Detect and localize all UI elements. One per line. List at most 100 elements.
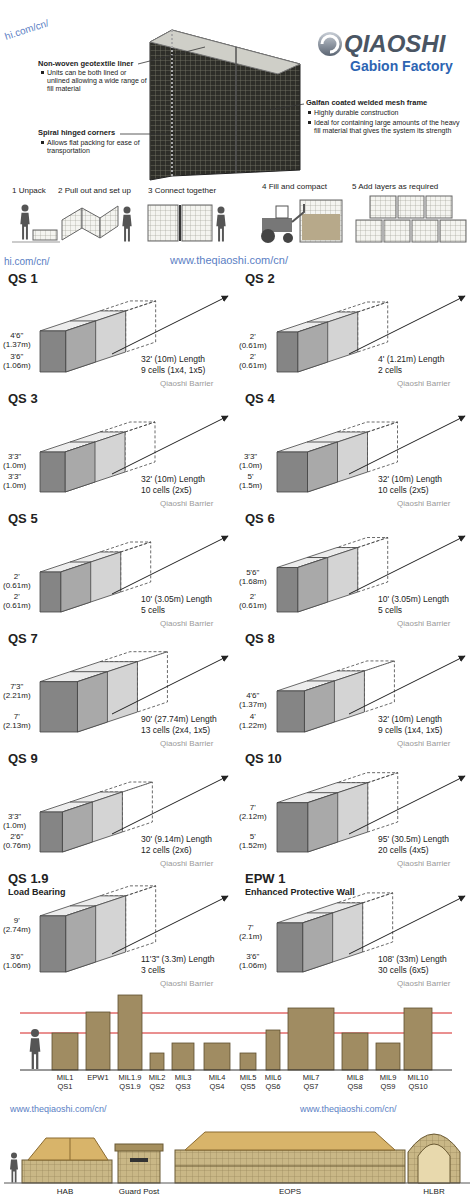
unit-face xyxy=(66,906,96,972)
watermark: Qiaoshi Barrier xyxy=(160,979,213,988)
unit-face xyxy=(77,672,107,732)
watermark: Qiaoshi Barrier xyxy=(397,859,450,868)
unit-code: MIL1.9 QS1.9 xyxy=(119,1074,142,1091)
length-arrow xyxy=(349,776,465,834)
height-dimension: 5'6" (1.68m) xyxy=(239,568,267,586)
unit-face xyxy=(61,562,91,612)
unit-name: QS 6 xyxy=(245,512,275,527)
length-dimension: 30' (9.14m) Length xyxy=(140,835,213,845)
unit-face xyxy=(337,538,388,548)
height-dimension: 3'3" (1.0m) xyxy=(239,452,262,470)
unit-code: MIL9 QS9 xyxy=(380,1074,397,1091)
cell-count: 9 cells (1x4, 1x5) xyxy=(377,726,443,736)
unit-face xyxy=(122,782,152,832)
length-arrow xyxy=(112,656,228,714)
unit-face xyxy=(100,542,151,552)
width-dimension: 2'6" (0.76m) xyxy=(3,832,31,850)
logo-name: QIAOSHI xyxy=(344,30,445,58)
unit-name: QS 7 xyxy=(8,632,38,647)
length-dimension: 95' (30.5m) Length xyxy=(377,835,450,845)
cell-divider xyxy=(70,562,91,563)
unit-code: MIL5 QS5 xyxy=(240,1074,257,1091)
structure-name: Guard Post xyxy=(119,1187,159,1196)
unit-face xyxy=(62,792,122,852)
unit-code: MIL2 QS2 xyxy=(149,1074,166,1091)
length-dimension: 11'3" (3.3m) Length xyxy=(140,955,215,965)
length-arrow xyxy=(349,656,465,714)
cell-divider xyxy=(70,442,95,443)
cell-divider xyxy=(70,671,107,672)
gabion-unit xyxy=(277,893,465,972)
height-dimension: 4'6" (1.37m) xyxy=(3,331,31,349)
unit-drawings xyxy=(40,296,465,972)
width-dimension: 7' (2.13m) xyxy=(3,712,31,730)
length-dimension: 32' (10m) Length xyxy=(377,715,443,725)
gabion-unit xyxy=(40,776,228,852)
watermark: hi.com/cn/ xyxy=(3,17,50,42)
length-dimension: 10' (3.05m) Length xyxy=(140,595,213,605)
cell-divider xyxy=(70,320,96,321)
watermark: hi.com/cn/ xyxy=(4,256,50,268)
unit-name: QS 3 xyxy=(8,392,38,407)
gabion-unit xyxy=(40,886,228,972)
unit-face xyxy=(40,812,62,852)
length-arrow xyxy=(112,416,228,474)
unit-face xyxy=(62,802,92,852)
watermark: Qiaoshi Barrier xyxy=(397,739,450,748)
cell-count: 2 cells xyxy=(377,366,403,376)
cell-divider xyxy=(307,680,334,681)
cell-count: 3 cells xyxy=(140,966,166,976)
gabion-unit xyxy=(40,416,228,492)
length-dimension: 32' (10m) Length xyxy=(377,475,443,485)
cell-count: 10 cells (2x5) xyxy=(140,486,193,496)
structure-name: HAB xyxy=(57,1187,73,1196)
width-dimension: 5' (1.52m) xyxy=(239,832,267,850)
callout-title: Galfan coated welded mesh frame xyxy=(306,99,427,108)
gabion-unit xyxy=(40,536,228,612)
unit-face xyxy=(40,452,65,492)
length-arrow xyxy=(349,296,465,354)
unit-face xyxy=(303,913,333,972)
height-dimension: 3'3" (1.0m) xyxy=(3,452,26,470)
unit-face xyxy=(121,542,151,592)
cell-divider xyxy=(70,905,96,906)
watermark: Qiaoshi Barrier xyxy=(397,499,450,508)
unit-face xyxy=(308,432,368,492)
gabion-unit xyxy=(277,773,465,852)
unit-face xyxy=(100,422,155,432)
unit-face xyxy=(368,773,398,832)
width-dimension: 2' (0.61m) xyxy=(239,592,267,610)
callout-title: Non-woven geotextile liner xyxy=(38,60,133,69)
unit-face xyxy=(277,452,308,492)
width-dimension: 3'6" (1.06m) xyxy=(3,352,31,370)
watermark: Qiaoshi Barrier xyxy=(160,739,213,748)
unit-code: MIL6 QS6 xyxy=(265,1074,282,1091)
unit-face xyxy=(298,312,358,372)
width-dimension: 2' (0.61m) xyxy=(239,352,267,370)
length-dimension: 32' (10m) Length xyxy=(140,475,206,485)
watermark: Qiaoshi Barrier xyxy=(397,379,450,388)
unit-face xyxy=(303,903,363,972)
gabion-unit xyxy=(40,296,228,372)
unit-name: QS 9 xyxy=(8,752,38,767)
step-label: 4 Fill and compact xyxy=(262,182,327,191)
watermark: Qiaoshi Barrier xyxy=(160,619,213,628)
length-arrow xyxy=(349,416,465,474)
unit-face xyxy=(337,422,398,432)
height-dimension: 3'3" (1.0m) xyxy=(3,812,26,830)
unit-face xyxy=(100,301,156,311)
cell-divider xyxy=(70,802,92,803)
unit-face xyxy=(126,301,156,352)
unit-name: QS 10 xyxy=(245,752,282,767)
unit-face xyxy=(304,681,334,732)
unit-face xyxy=(308,783,368,852)
width-dimension: 3'6" (1.06m) xyxy=(3,952,31,970)
watermark: Qiaoshi Barrier xyxy=(160,859,213,868)
unit-face xyxy=(65,442,95,492)
cell-divider xyxy=(307,442,338,443)
unit-face xyxy=(100,886,156,896)
cell-count: 30 cells (6x5) xyxy=(377,966,430,976)
gabion-unit xyxy=(277,536,465,612)
unit-face xyxy=(100,652,167,662)
callout-text: Ideal for containing large amounts of th… xyxy=(314,119,464,135)
